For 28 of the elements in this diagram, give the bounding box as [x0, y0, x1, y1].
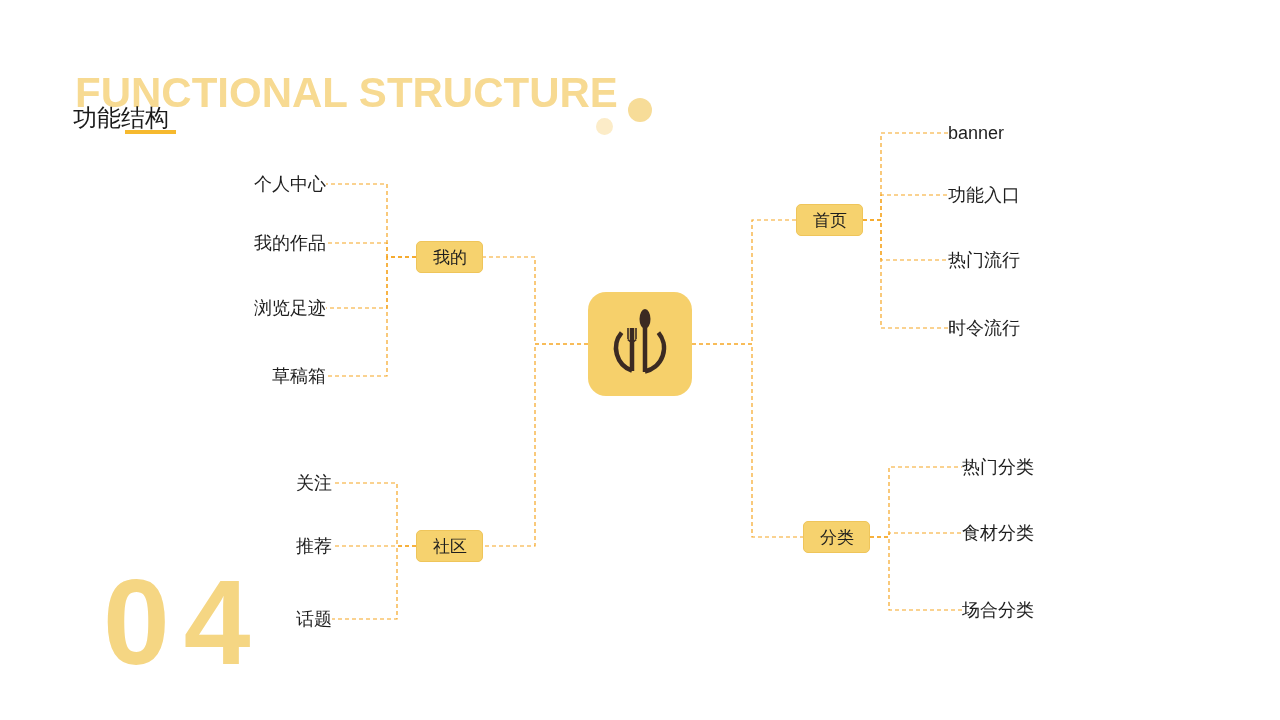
item-label: 功能入口	[948, 184, 1020, 206]
section-number: 04	[103, 577, 265, 667]
connector-line	[869, 536, 963, 611]
item-label: 场合分类	[962, 599, 1034, 621]
connector-line	[482, 343, 589, 547]
connector-line	[325, 256, 417, 377]
item-label: 关注	[296, 472, 332, 494]
item-label: 浏览足迹	[254, 297, 326, 319]
item-label: 个人中心	[254, 173, 326, 195]
item-label: 我的作品	[254, 232, 326, 254]
connector-line	[862, 219, 949, 329]
cutlery-icon	[588, 292, 692, 396]
background-heading: FUNCTIONAL STRUCTURE	[75, 77, 618, 108]
category-box: 社区	[416, 530, 483, 562]
item-label: 推荐	[296, 535, 332, 557]
connector-line	[691, 343, 804, 538]
item-label: 时令流行	[948, 317, 1020, 339]
title: 功能结构	[73, 106, 169, 130]
category-box: 分类	[803, 521, 870, 553]
item-label: 食材分类	[962, 522, 1034, 544]
item-label: 话题	[296, 608, 332, 630]
item-label: banner	[948, 122, 1005, 144]
category-box: 首页	[796, 204, 863, 236]
category-box: 我的	[416, 241, 483, 273]
connector-line	[331, 545, 417, 620]
item-label: 热门流行	[948, 249, 1020, 271]
item-label: 热门分类	[962, 456, 1034, 478]
item-label: 草稿箱	[272, 365, 326, 387]
